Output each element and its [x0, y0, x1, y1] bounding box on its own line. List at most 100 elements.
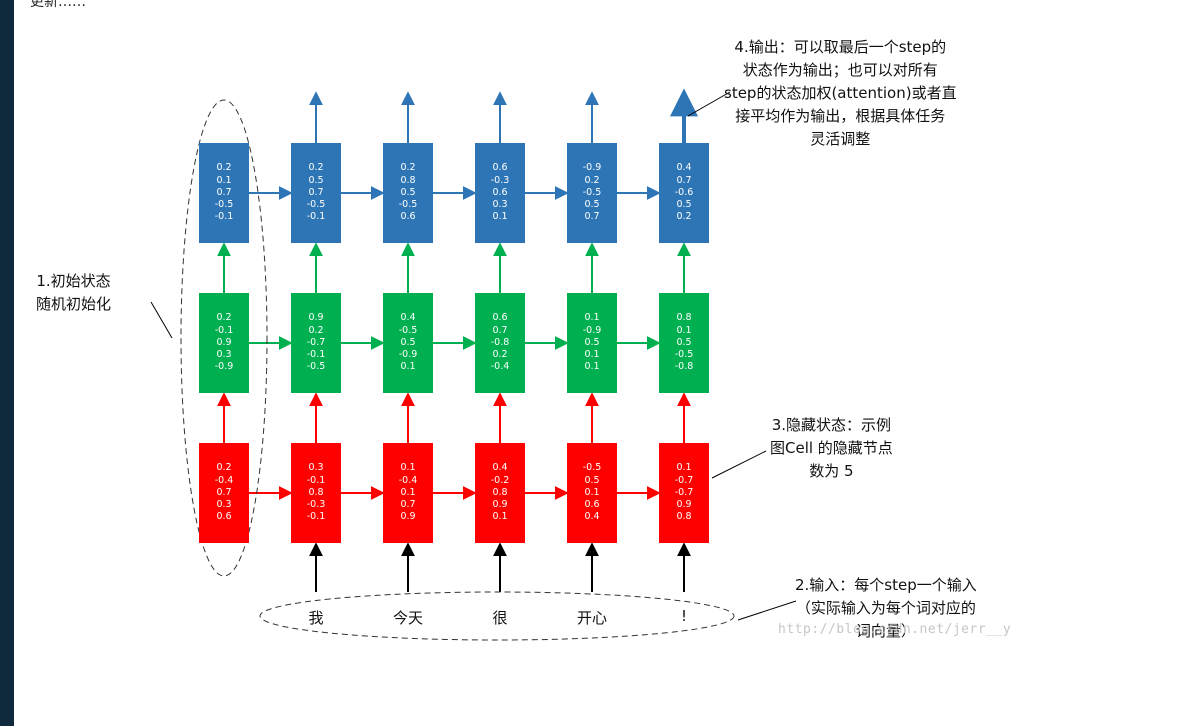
blue-cell-1-value: -0.5	[214, 199, 234, 211]
input-word-5: !	[680, 607, 687, 625]
init-pointer-line	[150, 301, 173, 339]
blue-cell-4-value: 0.6	[492, 162, 508, 174]
green-cell-6-value: -0.8	[674, 361, 694, 373]
red-cell-2-value: 0.3	[308, 462, 324, 474]
blue-cell-2-value: -0.5	[306, 199, 326, 211]
blue-cell-4-value: 0.6	[492, 186, 508, 198]
input-word-1: 我	[308, 609, 324, 627]
output-pointer-line	[687, 91, 731, 117]
red-cell-4-value: 0.8	[492, 486, 508, 498]
red-cell-5-value: 0.1	[584, 486, 600, 498]
green-cell-5-value: 0.1	[584, 349, 600, 361]
annotation-hidden-state: 3.隐藏状态：示例 图Cell 的隐藏节点 数为 5	[770, 414, 893, 483]
red-cell-3-value: 0.1	[400, 486, 416, 498]
red-cell-3-value: 0.1	[400, 462, 416, 474]
annotation-output: 4.输出：可以取最后一个step的 状态作为输出；也可以对所有 step的状态加…	[724, 36, 957, 151]
red-cell-5-value: -0.5	[582, 462, 602, 474]
watermark: http://blog.csdn.net/jerr__y	[778, 622, 1012, 637]
red-cell-5-value: 0.4	[584, 511, 600, 523]
annotation-initial-line-1: 1.初始状态	[36, 272, 111, 290]
green-cell-4-value: -0.4	[490, 361, 510, 373]
red-cell-6-value: 0.1	[676, 462, 692, 474]
green-cell-6-value: -0.5	[674, 349, 694, 361]
annotation-output-line-5: 灵活调整	[810, 130, 871, 148]
green-cell-5-value: 0.1	[584, 361, 600, 373]
red-cell-2-value: -0.1	[306, 511, 326, 523]
annotation-input-line-2: （实际输入为每个词对应的	[795, 599, 976, 617]
blue-cell-6-value: -0.6	[674, 186, 694, 198]
red-cell-6-value: 0.9	[676, 499, 692, 511]
red-cell-6-value: -0.7	[674, 474, 694, 486]
red-cell-1-value: 0.2	[216, 462, 232, 474]
red-cell-1-value: -0.4	[214, 474, 234, 486]
input-ellipse	[259, 591, 735, 641]
blue-cell-6-value: 0.5	[676, 199, 692, 211]
blue-cell-2-value: 0.5	[308, 174, 324, 186]
red-cell-4-value: 0.1	[492, 511, 508, 523]
blue-cell-5-value: 0.7	[584, 211, 600, 223]
green-cell-3-value: 0.1	[400, 361, 416, 373]
blue-cell-3-value: -0.5	[398, 199, 418, 211]
blue-cell-6-value: 0.2	[676, 211, 692, 223]
blue-cell-6-value: 0.7	[676, 174, 692, 186]
annotation-output-line-2: 状态作为输出；也可以对所有	[742, 61, 938, 79]
annotation-hidden-line-2: 图Cell 的隐藏节点	[770, 439, 893, 457]
green-cell-5-value: -0.9	[582, 324, 602, 336]
blue-cell-1-value: -0.1	[214, 211, 234, 223]
red-cell-2-value: -0.1	[306, 474, 326, 486]
blue-cell-3-value: 0.6	[400, 211, 416, 223]
input-word-3: 很	[492, 609, 508, 627]
red-cell-1-value: 0.3	[216, 499, 232, 511]
green-cell-3-value: 0.4	[400, 312, 416, 324]
blue-cell-2-value: 0.7	[308, 186, 324, 198]
green-cell-3-value: -0.9	[398, 349, 418, 361]
red-cell-1-value: 0.7	[216, 486, 232, 498]
green-cell-1-value: 0.2	[216, 312, 232, 324]
truncated-header-text: 更新……	[30, 0, 86, 10]
blue-cell-4-value: 0.3	[492, 199, 508, 211]
input-pointer-line	[737, 600, 797, 621]
annotation-input-line-1: 2.输入：每个step一个输入	[795, 576, 977, 594]
annotation-hidden-line-1: 3.隐藏状态：示例	[771, 416, 892, 434]
blue-cell-3-value: 0.5	[400, 186, 416, 198]
red-cell-2-value: -0.3	[306, 499, 326, 511]
annotation-initial-state: 1.初始状态 随机初始化	[36, 270, 111, 316]
blue-cell-1-value: 0.1	[216, 174, 232, 186]
red-cell-1-value: 0.6	[216, 511, 232, 523]
red-cell-4-value: 0.9	[492, 499, 508, 511]
red-cell-3-value: -0.4	[398, 474, 418, 486]
green-cell-5-value: 0.1	[584, 312, 600, 324]
red-cell-4-value: -0.2	[490, 474, 510, 486]
green-cell-6-value: 0.1	[676, 324, 692, 336]
green-cell-2-value: 0.9	[308, 312, 324, 324]
green-cell-4-value: 0.6	[492, 312, 508, 324]
input-word-2: 今天	[392, 609, 423, 627]
green-cell-4-value: 0.2	[492, 349, 508, 361]
annotation-output-line-3: step的状态加权(attention)或者直	[724, 84, 957, 102]
red-cell-4-value: 0.4	[492, 462, 508, 474]
annotation-output-line-1: 4.输出：可以取最后一个step的	[734, 38, 947, 56]
green-cell-1-value: 0.9	[216, 336, 232, 348]
green-cell-2-value: -0.1	[306, 349, 326, 361]
hidden-pointer-line	[711, 450, 767, 479]
green-cell-2-value: 0.2	[308, 324, 324, 336]
blue-cell-5-value: 0.5	[584, 199, 600, 211]
blue-cell-2-value: 0.2	[308, 162, 324, 174]
